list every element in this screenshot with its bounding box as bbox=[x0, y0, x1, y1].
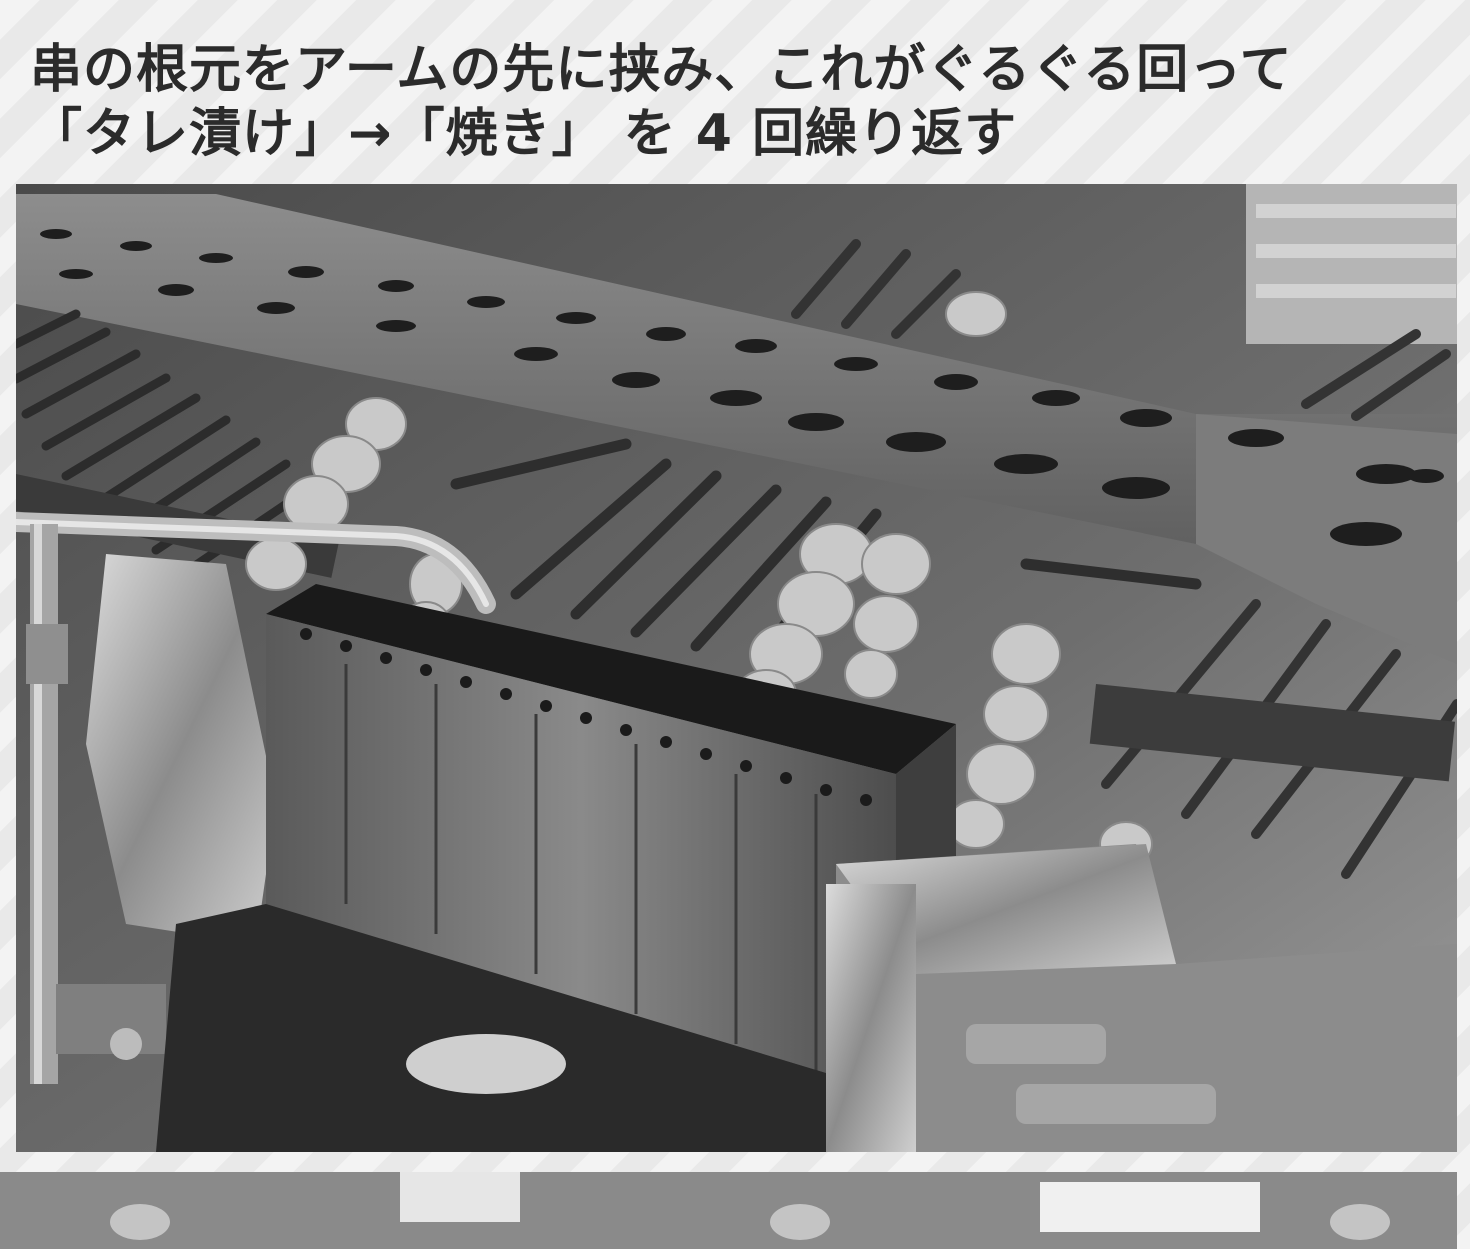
next-photo-illustration bbox=[0, 1172, 1457, 1249]
caption-line-1: 串の根元をアームの先に挟み、これがぐるぐる回って bbox=[30, 40, 1293, 100]
caption: 串の根元をアームの先に挟み、これがぐるぐる回って 「タレ漬け」→「焼き」 を 4… bbox=[30, 38, 1450, 166]
machine-photo-illustration bbox=[16, 184, 1457, 1152]
caption-line-2: 「タレ漬け」→「焼き」 を 4 回繰り返す bbox=[30, 104, 1018, 164]
next-photo-partial bbox=[0, 1172, 1457, 1249]
machine-photo bbox=[16, 184, 1457, 1152]
